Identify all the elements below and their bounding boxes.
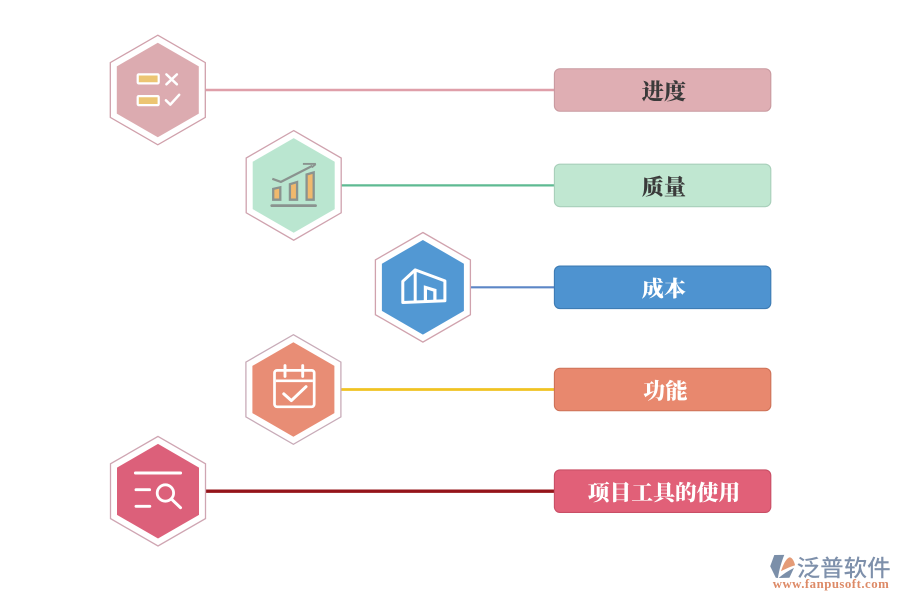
svg-text:www.fanpusoft.com: www.fanpusoft.com xyxy=(773,577,890,591)
